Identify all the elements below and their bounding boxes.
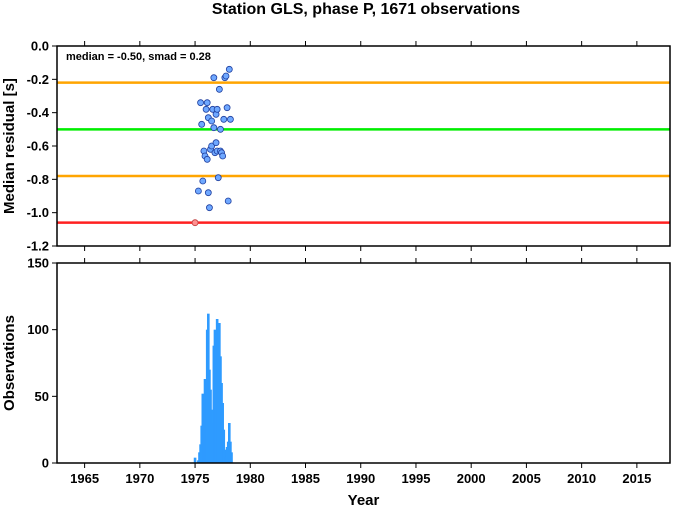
median-smad-annotation: median = -0.50, smad = 0.28 <box>66 51 211 63</box>
observation-bar <box>230 452 233 463</box>
residual-point <box>219 152 227 160</box>
year-x-tick-label: 1965 <box>70 471 99 486</box>
observations-y-axis-label: Observations <box>1 315 18 411</box>
residual-point <box>203 99 211 107</box>
residual-y-tick-label: -0.8 <box>27 172 49 187</box>
outlier-point <box>191 219 199 227</box>
observations-y-ticks: 0 50 100 150 <box>27 256 57 471</box>
residual-y-tick-label: -1.0 <box>27 205 49 220</box>
residual-point <box>227 115 234 123</box>
observations-y-tick-label: 0 <box>42 456 49 471</box>
year-x-tick-label: 2015 <box>622 471 651 486</box>
residual-point <box>212 139 220 147</box>
residual-y-tick-label: -0.6 <box>27 139 49 154</box>
year-x-axis-label: Year <box>348 492 380 509</box>
residual-point <box>217 125 224 133</box>
residual-point <box>222 72 230 80</box>
residual-point <box>204 189 212 197</box>
residual-point <box>213 105 221 113</box>
residual-point <box>203 155 211 163</box>
year-x-tick-label: 1985 <box>291 471 320 486</box>
residual-point <box>208 142 216 150</box>
residual-point <box>225 65 233 73</box>
observations-y-tick-label: 150 <box>27 256 49 271</box>
year-x-tick-label: 2000 <box>457 471 486 486</box>
observations-y-tick-label: 100 <box>27 322 49 337</box>
year-x-tick-label: 1995 <box>402 471 431 486</box>
residual-y-tick-label: 0.0 <box>31 39 49 54</box>
residual-point <box>214 174 222 182</box>
residual-y-tick-label: -0.2 <box>27 72 49 87</box>
observations-panel: 0 50 100 150 1965 1970 1975 1980 1985 1990 1995 20… <box>1 256 671 509</box>
observation-bars <box>193 313 233 463</box>
residual-point <box>197 99 204 107</box>
observations-y-tick-label: 50 <box>35 389 49 404</box>
residual-y-tick-label: -0.4 <box>27 105 50 120</box>
residual-point <box>194 187 202 195</box>
residual-point <box>202 105 210 113</box>
observation-bar <box>193 457 197 463</box>
residual-point <box>223 104 231 112</box>
residual-y-axis-label: Median residual [s] <box>1 78 18 214</box>
year-x-tick-label: 2010 <box>567 471 596 486</box>
year-x-tick-label: 1980 <box>236 471 265 486</box>
residual-y-ticks: 0.0 -0.2 -0.4 -0.6 -0.8 -1.0 -1.2 <box>27 39 57 254</box>
residual-point <box>215 85 223 93</box>
residual-point <box>199 177 207 185</box>
residual-point <box>206 204 213 212</box>
year-x-tick-label: 1990 <box>346 471 375 486</box>
residual-point <box>220 115 228 123</box>
residual-panel: 0.0 -0.2 -0.4 -0.6 -0.8 -1.0 -1.2 median = -0.… <box>1 39 671 254</box>
chart-title: Station GLS, phase P, 1671 observations <box>212 1 520 18</box>
year-x-tick-label: 1970 <box>125 471 154 486</box>
residual-point <box>198 120 206 128</box>
residual-y-tick-label: -1.2 <box>27 239 49 254</box>
year-x-tick-label: 2005 <box>512 471 541 486</box>
residual-point <box>210 124 218 132</box>
year-x-tick-label: 1975 <box>181 471 210 486</box>
residual-panel-frame <box>56 45 671 247</box>
observation-bar <box>229 441 232 463</box>
observations-panel-frame <box>56 262 671 464</box>
residual-point <box>208 117 216 125</box>
residual-point <box>224 197 232 205</box>
observation-bar <box>223 449 227 463</box>
residual-points <box>191 65 234 227</box>
observation-bar <box>222 429 226 463</box>
residual-point <box>210 74 218 82</box>
residual-x-ticks <box>84 41 638 251</box>
reference-lines <box>57 81 670 224</box>
year-x-ticks: 1965 1970 1975 1980 1985 1990 1995 2000 2005 2010… <box>70 258 651 486</box>
